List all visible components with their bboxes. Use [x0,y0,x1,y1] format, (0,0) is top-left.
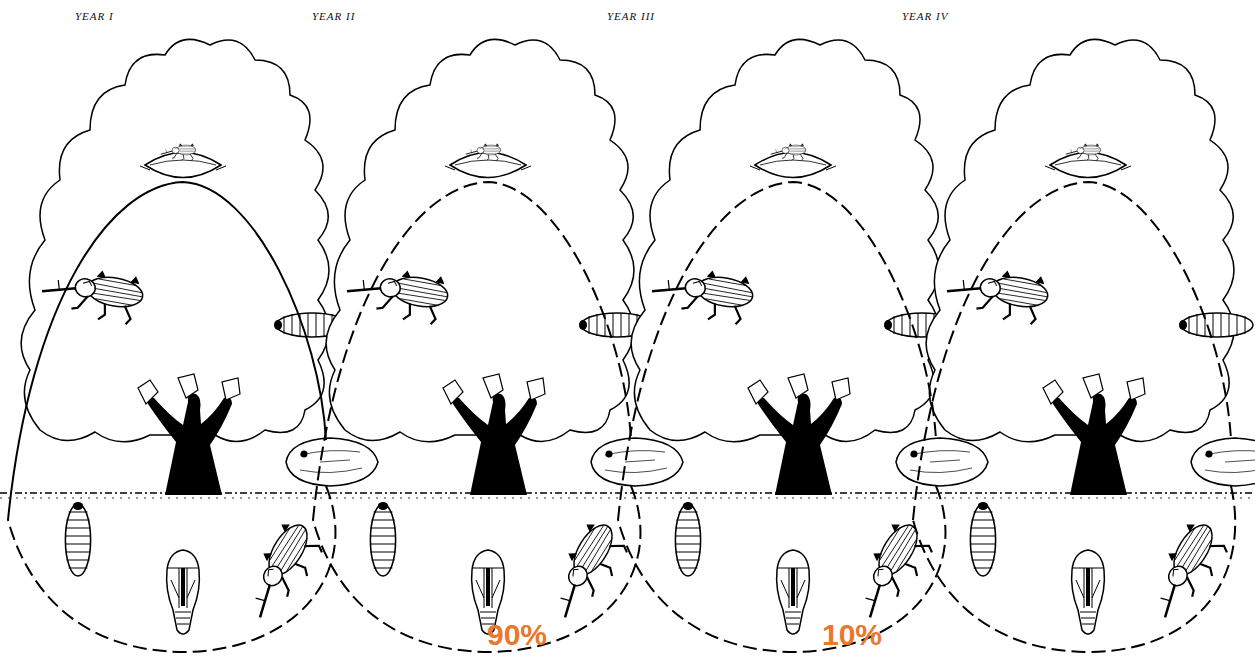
percentage-label: 90% [487,618,547,652]
year-two [326,39,683,634]
year-label: YEAR IV [902,10,948,22]
percentage-label: 10% [822,618,882,652]
year-label: YEAR II [312,10,355,22]
year-label: YEAR III [607,10,655,22]
ground-line [0,493,1255,498]
year-label: YEAR I [75,10,114,22]
year-four [926,39,1255,634]
year-one [21,39,378,634]
cycle-loops [8,182,1235,652]
